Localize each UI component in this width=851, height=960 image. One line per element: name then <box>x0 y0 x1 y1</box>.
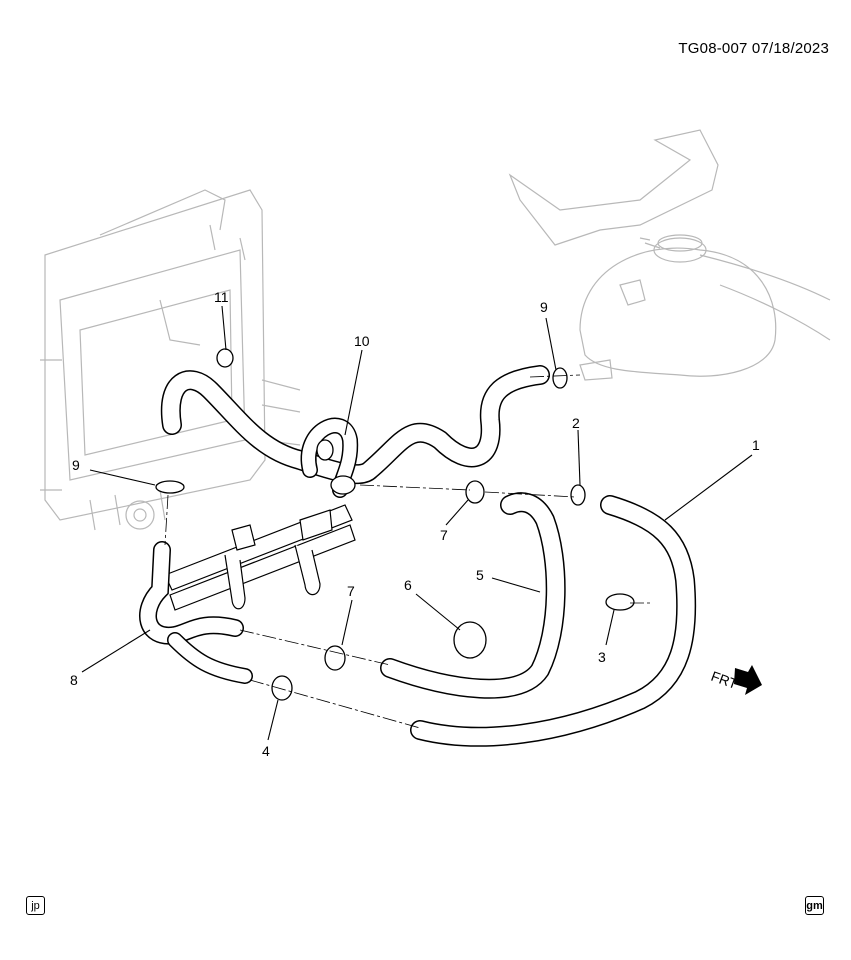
callout-8: 8 <box>70 672 78 688</box>
callout-6: 6 <box>404 577 412 593</box>
callout-4: 4 <box>262 743 270 759</box>
diagram-code: TG08-007 07/18/2023 <box>678 40 829 57</box>
leader-lines <box>81 305 753 741</box>
hose-clamps <box>155 348 635 701</box>
callout-7a: 7 <box>440 527 448 543</box>
coolant-reservoir <box>508 129 831 381</box>
callout-9a: 9 <box>72 457 80 473</box>
alignment-lines <box>164 374 650 729</box>
callout-7b: 7 <box>347 583 355 599</box>
callout-9b: 9 <box>540 299 548 315</box>
hvac-module <box>40 189 301 531</box>
callout-2: 2 <box>572 415 580 431</box>
jp-badge: jp <box>26 896 45 915</box>
gm-logo-icon: gm <box>805 896 824 915</box>
callout-11: 11 <box>214 289 229 305</box>
pipe-bracket-assembly <box>164 504 356 611</box>
callout-10: 10 <box>354 333 370 349</box>
front-direction-marker: FRT <box>709 665 762 695</box>
callout-3: 3 <box>598 649 606 665</box>
callout-5: 5 <box>476 567 484 583</box>
callout-labels: 1 2 3 4 5 6 7 7 8 9 9 10 11 <box>70 289 760 759</box>
frt-arrow-icon <box>734 665 762 695</box>
callout-1: 1 <box>752 437 760 453</box>
